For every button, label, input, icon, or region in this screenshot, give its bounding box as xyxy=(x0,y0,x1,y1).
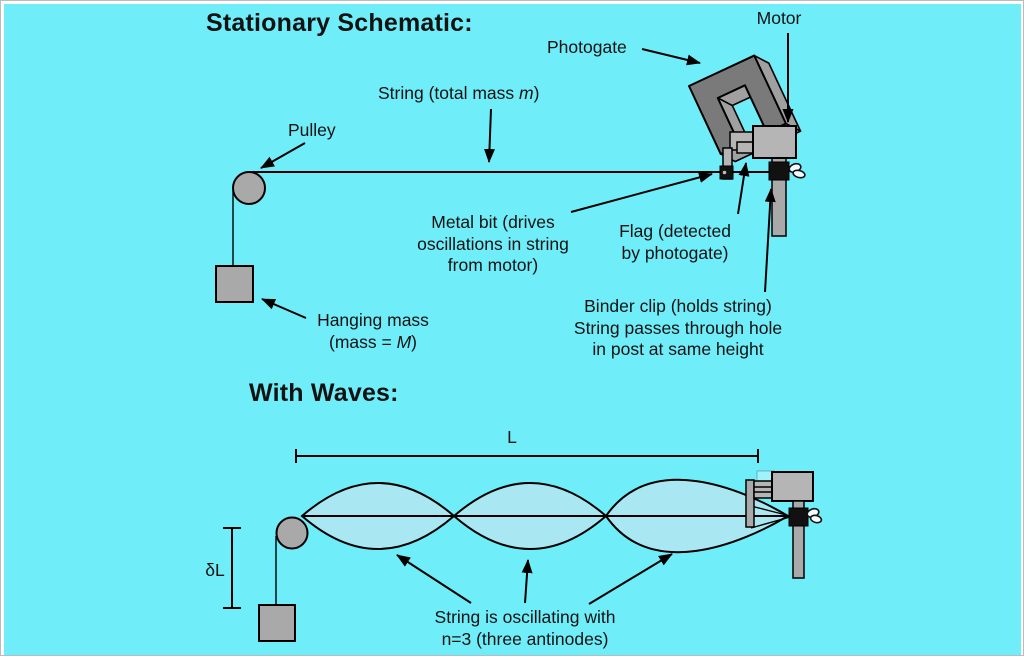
binder-clip-handle-waves-lower xyxy=(809,514,823,524)
pulley-arrow xyxy=(260,142,306,169)
pulley-label: Pulley xyxy=(288,120,336,140)
flag-label: Flag (detected by photogate) xyxy=(619,221,731,264)
binder-clip-waves xyxy=(788,507,809,527)
metal-bit-label-line3: from motor) xyxy=(447,255,539,275)
motor-box xyxy=(752,125,797,159)
antinode-arrow-left xyxy=(396,554,472,604)
pulley-wheel-waves xyxy=(275,516,309,550)
length-label: L xyxy=(507,427,517,447)
support-post-waves xyxy=(792,500,805,579)
hanging-mass-M: M xyxy=(396,331,412,352)
hanging-mass-label-line2: (mass = M) xyxy=(317,332,429,354)
hanging-mass-label: Hanging mass (mass = M) xyxy=(317,310,429,353)
metal-bit-label: Metal bit (drives oscillations in string… xyxy=(417,212,569,277)
binder-clip-label-line3: in post at same height xyxy=(592,339,764,359)
binder-clip-handle-lower xyxy=(792,169,806,179)
hanging-mass-label-line1: Hanging mass xyxy=(317,310,429,330)
string-arrow xyxy=(483,108,495,163)
binder-clip-arrow xyxy=(764,188,776,293)
motor-box-waves xyxy=(771,471,814,502)
waves-title: With Waves: xyxy=(249,379,399,407)
motor-shaft-waves xyxy=(753,480,773,499)
oscillation-label-line1: String is oscillating with xyxy=(434,607,616,627)
motor-shaft-ribs xyxy=(754,486,772,493)
motor-label: Motor xyxy=(756,8,802,28)
metal-bit-label-line1: Metal bit (drives xyxy=(431,212,555,232)
hanging-mass-block xyxy=(215,265,254,303)
hanging-mass-suffix: ) xyxy=(411,331,417,352)
metal-bit-arrow xyxy=(570,172,713,213)
photogate-arrow xyxy=(641,48,701,66)
binder-clip-label-line2: String passes through hole xyxy=(573,317,783,338)
delta-length-measure xyxy=(223,527,241,609)
string-label-suffix: ) xyxy=(533,83,540,103)
photogate-label: Photogate xyxy=(547,37,627,57)
hanging-mass-prefix: (mass = xyxy=(329,331,397,352)
hanging-mass-arrow xyxy=(261,298,307,319)
antinode-arrow-middle xyxy=(521,559,533,604)
string-label-m: m xyxy=(519,83,534,103)
delta-length-label: δL xyxy=(205,560,225,580)
flag-arrow xyxy=(737,162,750,215)
metal-bit-label-line2: oscillations in string xyxy=(417,233,569,254)
binder-clip-label-line1: Binder clip (holds string) xyxy=(584,296,772,316)
pulley-wheel xyxy=(232,171,266,205)
hanging-mass-block-waves xyxy=(258,604,296,642)
flag-bar-waves xyxy=(745,479,755,528)
string-label: String (total mass m) xyxy=(378,83,539,105)
flag-label-line1: Flag (detected xyxy=(619,221,731,241)
flag-label-line2: by photogate) xyxy=(621,242,729,263)
stationary-title: Stationary Schematic: xyxy=(206,9,473,37)
metal-bit-highlight xyxy=(722,170,727,175)
string-strand-lower xyxy=(750,516,791,529)
string-strand-upper xyxy=(750,505,791,517)
oscillation-label-line2: n=3 (three antinodes) xyxy=(441,628,609,649)
oscillation-label: String is oscillating with n=3 (three an… xyxy=(435,607,616,650)
antinode-arrow-right xyxy=(588,553,673,605)
binder-clip xyxy=(768,161,790,181)
string-label-prefix: String (total mass xyxy=(378,83,520,103)
metal-bit xyxy=(719,165,734,180)
length-measure xyxy=(295,449,759,463)
binder-clip-label: Binder clip (holds string) String passes… xyxy=(574,296,782,361)
